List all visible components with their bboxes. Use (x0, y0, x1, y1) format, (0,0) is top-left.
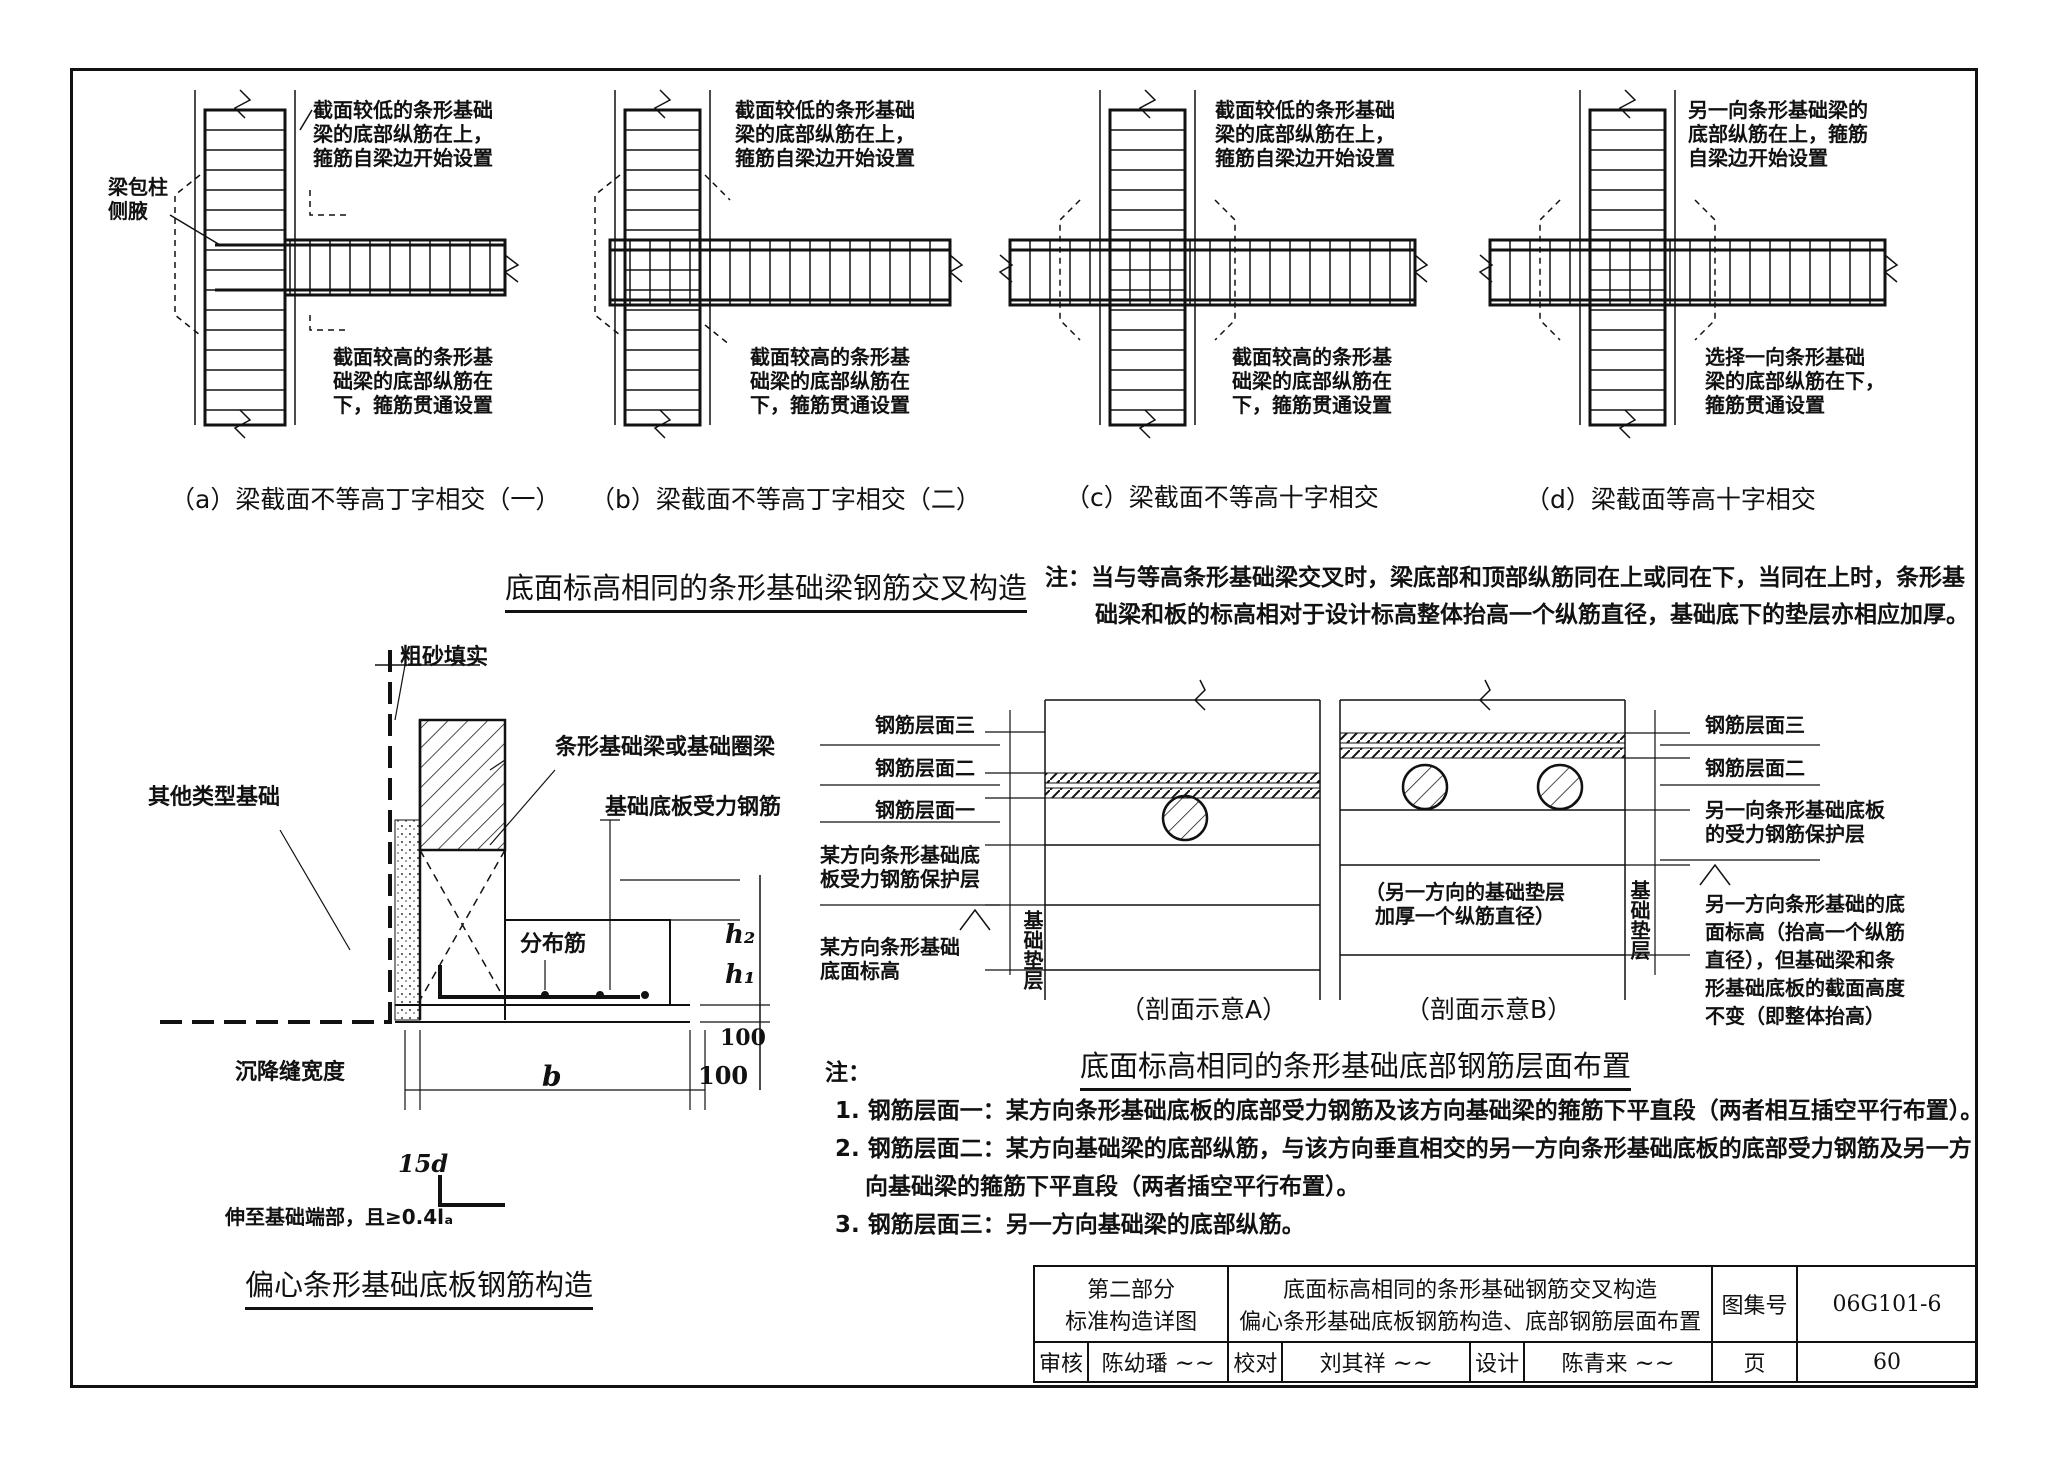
tb-atlas-no: 06G101-6 (1796, 1265, 1978, 1343)
caption-section-a: （剖面示意A） (1120, 995, 1288, 1024)
fig-a-side-label: 梁包柱侧腋 (108, 175, 168, 223)
fig-a-note-lower: 截面较高的条形基础梁的底部纵筋在下，箍筋贯通设置 (333, 345, 493, 417)
fig-d-caption: （d）梁截面等高十字相交 (1525, 485, 1816, 514)
label-100-horizontal: 100 (698, 1061, 749, 1090)
right-layer-3: 钢筋层面三 (1705, 713, 1805, 737)
tb-review-label: 审核 (1032, 1341, 1090, 1383)
tb-reviewer: 陈幼璠 ~~ (1087, 1341, 1230, 1383)
label-b: b (542, 1060, 562, 1093)
fig-b-note-lower: 截面较高的条形基础梁的底部纵筋在下，箍筋贯通设置 (750, 345, 910, 417)
eccentric-title: 偏心条形基础底板钢筋构造 (245, 1262, 594, 1310)
fig-b-note-upper: 截面较低的条形基础梁的底部纵筋在上，箍筋自梁边开始设置 (735, 98, 915, 170)
label-sand-fill: 粗砂填实 (400, 645, 489, 670)
tb-title: 底面标高相同的条形基础钢筋交叉构造偏心条形基础底板钢筋构造、底部钢筋层面布置 (1227, 1265, 1713, 1343)
figure-b (594, 89, 964, 439)
left-cushion-label: 基础垫层 (1020, 910, 1044, 990)
label-slab-bar: 基础底板受力钢筋 (605, 795, 782, 820)
right-cover-label: 另一向条形基础底板的受力钢筋保护层 (1705, 798, 1885, 846)
section-b-note: （另一方向的基础垫层加厚一个纵筋直径） (1365, 880, 1565, 928)
layers-title: 底面标高相同的条形基础底部钢筋层面布置 (1080, 1043, 1632, 1091)
left-bottom-label: 某方向条形基础底面标高 (820, 935, 960, 983)
left-layer-1: 钢筋层面一 (875, 798, 975, 822)
tb-design-label: 设计 (1469, 1341, 1526, 1383)
label-h2: h₂ (725, 920, 756, 950)
fig-b-caption: （b）梁截面不等高丁字相交（二） (590, 485, 981, 514)
caption-section-b: （剖面示意B） (1405, 995, 1573, 1024)
section1-note: 注：当与等高条形基础梁交叉时，梁底部和顶部纵筋同在上或同在下，当同在上时，条形基… (1045, 565, 1969, 628)
fig-d-note-upper: 另一向条形基础梁的底部纵筋在上，箍筋自梁边开始设置 (1688, 98, 1868, 170)
label-settlement-width: 沉降缝宽度 (235, 1060, 346, 1085)
right-bottom-note: 另一方向条形基础的底面标高（抬高一个纵筋直径），但基础梁和条形基础底板的截面高度… (1705, 892, 1905, 1028)
layer-sections-drawing (820, 679, 1820, 1000)
section1-title: 底面标高相同的条形基础梁钢筋交叉构造 (505, 565, 1028, 613)
fig-c-note-lower: 截面较高的条形基础梁的底部纵筋在下，箍筋贯通设置 (1232, 345, 1392, 417)
tb-check-label: 校对 (1227, 1341, 1284, 1383)
left-layer-3: 钢筋层面三 (875, 713, 975, 737)
left-cover-label: 某方向条形基础底板受力钢筋保护层 (820, 843, 980, 891)
notes-list: 1. 钢筋层面一：某方向条形基础底板的底部受力钢筋及该方向基础梁的箍筋下平直段（… (835, 1098, 1984, 1238)
fig-a-note-upper: 截面较低的条形基础梁的底部纵筋在上，箍筋自梁边开始设置 (313, 98, 493, 170)
notes-head: 注： (825, 1060, 871, 1086)
tb-atlas-label: 图集号 (1711, 1265, 1798, 1343)
figure-d (1478, 89, 1899, 439)
tb-part: 第二部分标准构造详图 (1032, 1265, 1230, 1343)
left-layer-2: 钢筋层面二 (875, 756, 975, 780)
fig-c-note-upper: 截面较低的条形基础梁的底部纵筋在上，箍筋自梁边开始设置 (1215, 98, 1395, 170)
tb-page-label: 页 (1711, 1341, 1798, 1383)
fig-d-note-lower: 选择一向条形基础梁的底部纵筋在下，箍筋贯通设置 (1705, 345, 1885, 417)
tb-checker: 刘其祥 ~~ (1281, 1341, 1472, 1383)
right-layer-2: 钢筋层面二 (1705, 756, 1805, 780)
label-h1: h₁ (725, 960, 756, 990)
label-strip-beam: 条形基础梁或基础圈梁 (555, 735, 776, 760)
figure-a (169, 89, 520, 439)
label-extend: 伸至基础端部，且≥0.4lₐ (225, 1205, 454, 1229)
label-distribution-bar: 分布筋 (520, 932, 587, 957)
label-100-vertical: 100 (720, 1025, 766, 1051)
figure-c (998, 89, 1429, 439)
label-other-foundation: 其他类型基础 (148, 785, 281, 810)
fig-c-caption: （c）梁截面不等高十字相交 (1065, 483, 1379, 512)
tb-designer: 陈青来 ~~ (1523, 1341, 1713, 1383)
eccentric-footing-drawing (160, 650, 770, 1207)
title-block: 第二部分标准构造详图 底面标高相同的条形基础钢筋交叉构造偏心条形基础底板钢筋构造… (1032, 1265, 1978, 1383)
right-cushion-label: 基础垫层 (1627, 880, 1651, 960)
drawing-frame (70, 68, 1978, 1388)
label-15d: 15d (398, 1149, 449, 1178)
fig-a-caption: （a）梁截面不等高丁字相交（一） (170, 485, 561, 514)
tb-page-no: 60 (1796, 1341, 1978, 1383)
